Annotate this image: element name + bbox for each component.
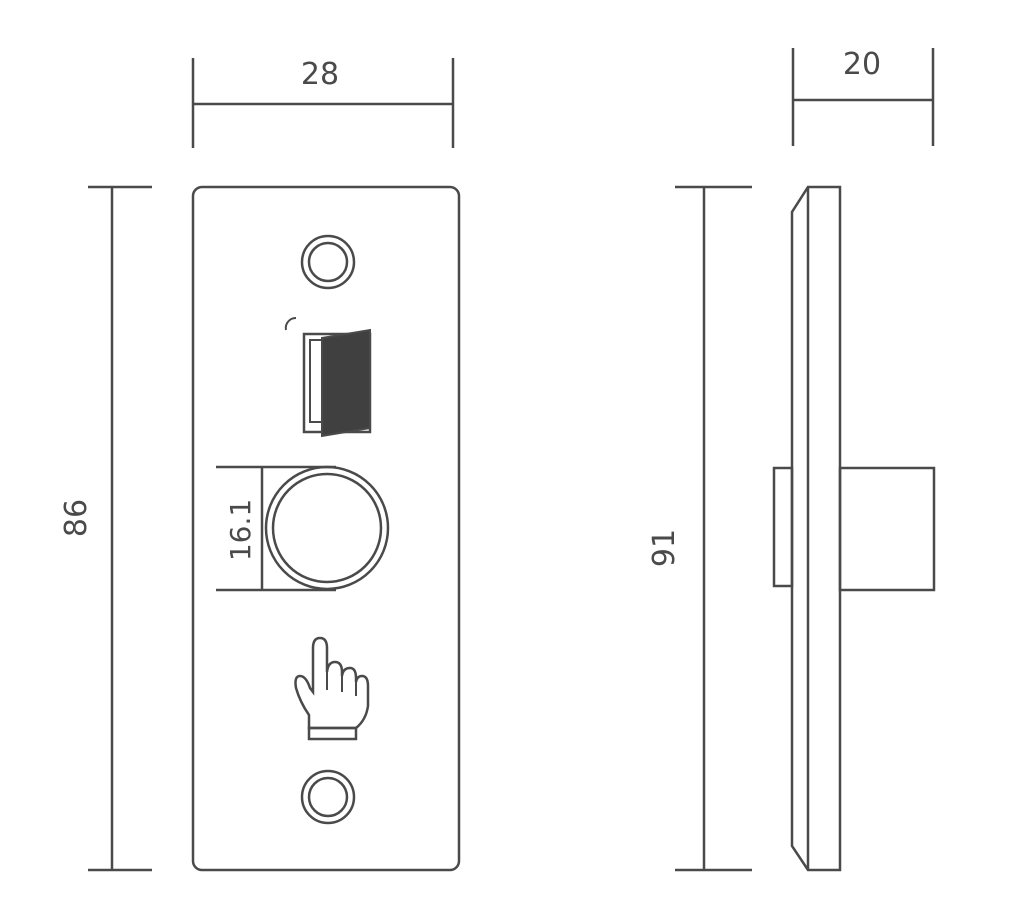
side-depth-dimension: 20 <box>791 47 935 146</box>
front-view: 28 86 <box>59 57 461 872</box>
push-button-icon <box>264 465 390 591</box>
front-width-dimension: 28 <box>191 57 455 148</box>
button-diameter-label: 16.1 <box>224 499 257 561</box>
side-view: 20 91 <box>647 47 936 872</box>
front-height-label: 86 <box>59 499 94 537</box>
side-height-label: 91 <box>647 529 682 567</box>
front-width-label: 28 <box>301 57 339 92</box>
door-open-icon <box>284 316 372 438</box>
hand-pointer-icon <box>294 636 370 741</box>
side-profile <box>772 185 936 872</box>
side-depth-label: 20 <box>843 47 881 82</box>
screw-hole-icon <box>300 234 356 290</box>
front-height-dimension: 86 <box>59 185 152 872</box>
faceplate <box>191 185 461 872</box>
screw-hole-icon <box>300 769 356 825</box>
side-height-dimension: 91 <box>647 185 752 872</box>
button-diameter-dimension: 16.1 <box>216 465 336 592</box>
